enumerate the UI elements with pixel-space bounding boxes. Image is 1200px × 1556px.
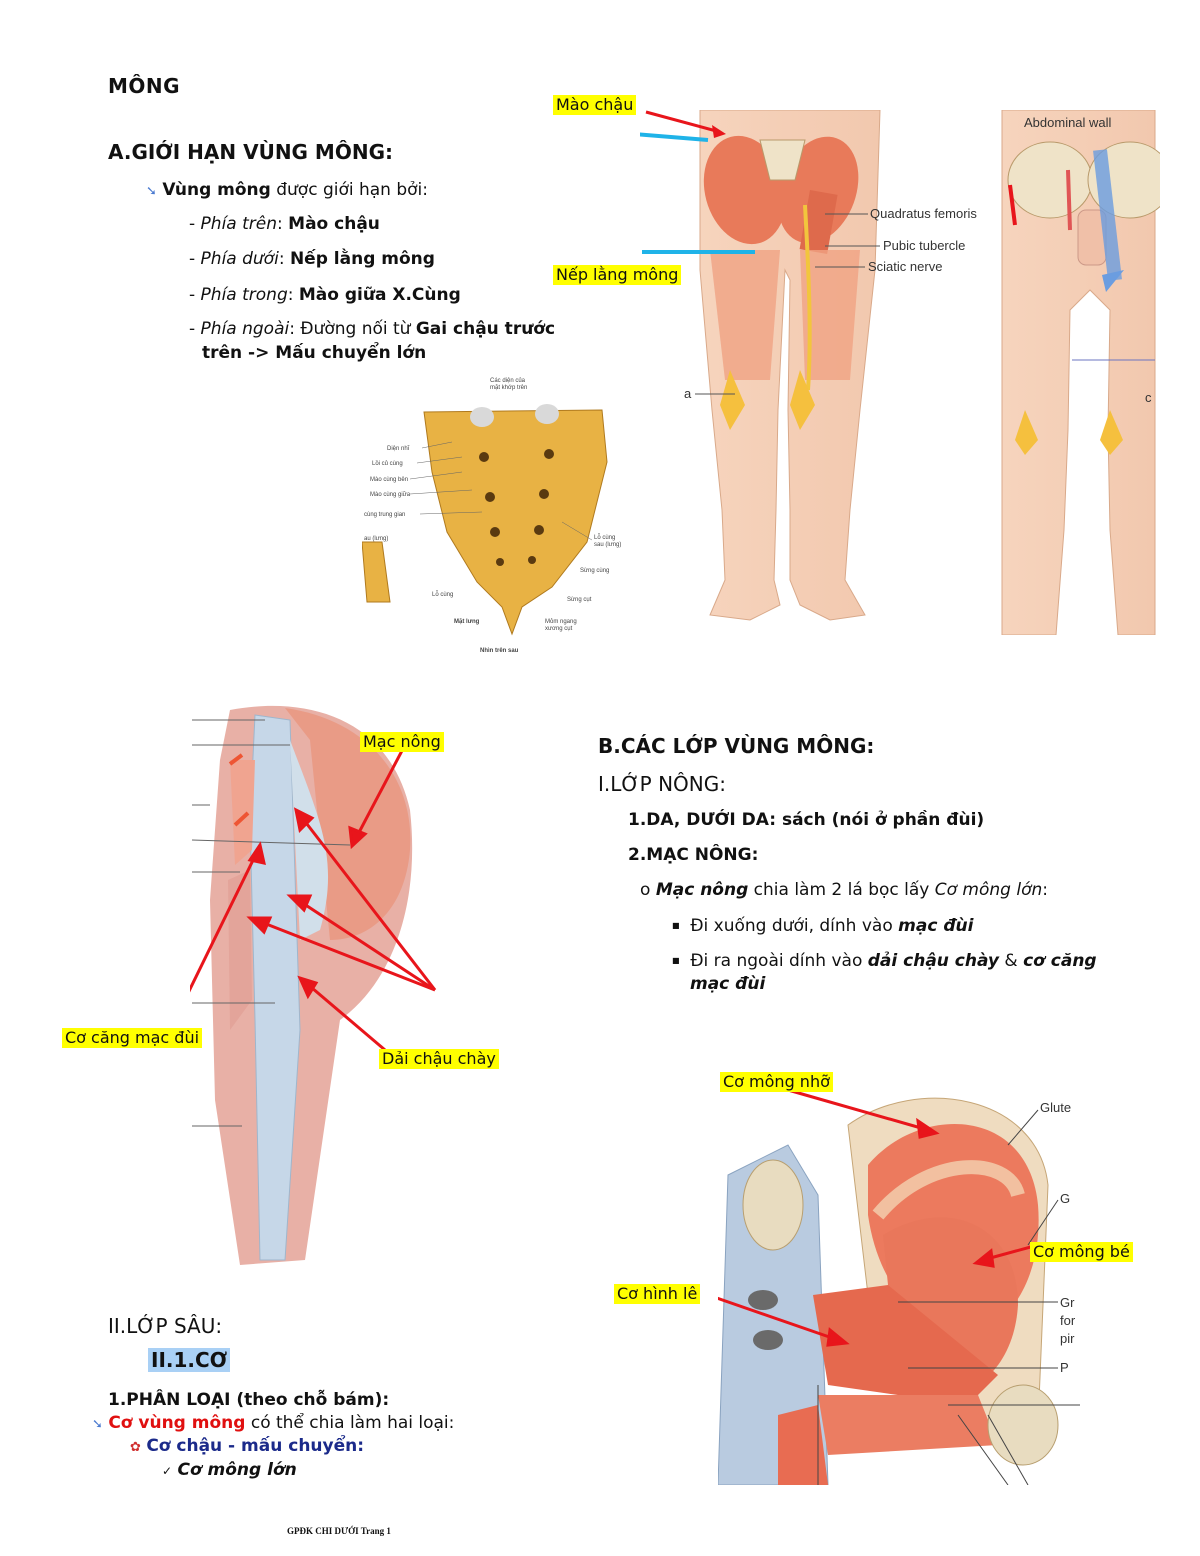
- svg-text:cùng trung gian: cùng trung gian: [364, 512, 405, 518]
- label-co-cang-mac-dui: Cơ căng mạc đùi: [62, 1028, 203, 1048]
- svg-text:Mào cùng giữa: Mào cùng giữa: [370, 492, 411, 498]
- svg-text:pir: pir: [1060, 1331, 1075, 1346]
- label-abdominal-wall: Abdominal wall: [1024, 115, 1112, 130]
- svg-text:sau (lưng): sau (lưng): [594, 542, 621, 548]
- limit-item-outer: - Phía ngoài: Đường nối từ Gai chậu trướ…: [189, 319, 556, 339]
- section-ii-sub: II.1.CƠ: [148, 1348, 231, 1372]
- section-b-sq2-line2: mạc đùi: [690, 974, 766, 994]
- limit-item-top: - Phía trên: Mào chậu: [189, 214, 380, 234]
- section-ii-p3: ✿ Cơ chậu - mấu chuyển:: [130, 1436, 365, 1456]
- svg-text:Mào cùng bên: Mào cùng bên: [370, 477, 408, 483]
- limit-item-bottom: - Phía dưới: Nếp lằng mông: [189, 249, 435, 269]
- svg-text:Lồi củ cùng: Lồi củ cùng: [372, 460, 403, 467]
- flower-bullet-icon: ✿: [130, 1440, 141, 1455]
- page-title: MÔNG: [108, 74, 181, 98]
- label-a: a: [684, 386, 692, 401]
- svg-text:xương cụt: xương cụt: [545, 626, 573, 632]
- square-bullet-icon: ■: [672, 921, 680, 930]
- label-g: G: [1060, 1191, 1070, 1206]
- svg-text:au (lưng): au (lưng): [364, 536, 388, 542]
- section-ii-p1: 1.PHÂN LOẠI (theo chỗ bám):: [108, 1390, 390, 1410]
- label-c: c: [1145, 390, 1152, 405]
- bullet-arrow-icon: ➘: [92, 1417, 103, 1432]
- figure-gluteal-muscles: Glute G Gr for pir P: [718, 1085, 1080, 1485]
- svg-text:Gr: Gr: [1060, 1295, 1075, 1310]
- svg-text:Diện nhĩ: Diện nhĩ: [387, 446, 410, 452]
- label-mac-nong: Mạc nông: [360, 732, 444, 752]
- section-b-sq1: ■ Đi xuống dưới, dính vào mạc đùi: [672, 916, 974, 936]
- section-a-intro: ➘ Vùng mông được giới hạn bởi:: [146, 178, 428, 204]
- figure-lateral-thigh: [190, 700, 450, 1265]
- label-co-hinh-le: Cơ hình lê: [614, 1284, 701, 1304]
- svg-text:mặt khớp trên: mặt khớp trên: [490, 385, 527, 391]
- section-b-sq2: ■ Đi ra ngoài dính vào dải chậu chày & c…: [672, 951, 1097, 971]
- svg-text:Mỏm ngang: Mỏm ngang: [545, 618, 577, 625]
- section-ii-p4: ✓ Cơ mông lớn: [162, 1460, 297, 1480]
- section-ii-heading: II.LỚP SÂU:: [108, 1314, 223, 1338]
- label-sciatic-nerve: Sciatic nerve: [868, 259, 942, 274]
- svg-text:for: for: [1060, 1313, 1076, 1328]
- section-b-item1: 1.DA, DƯỚI DA: sách (nói ở phần đùi): [628, 810, 985, 830]
- section-b-sub1: I.LỚP NÔNG:: [598, 772, 726, 796]
- svg-text:P: P: [1060, 1360, 1069, 1375]
- label-mao-chau: Mào chậu: [553, 95, 637, 115]
- square-bullet-icon: ■: [672, 956, 680, 965]
- label-quadratus-femoris: Quadratus femoris: [870, 206, 977, 221]
- label-nep-lang-mong: Nếp lằng mông: [553, 265, 682, 285]
- page-footer: GPĐK CHI DƯỚI Trang 1: [287, 1526, 391, 1536]
- section-b-mac-nong-line: o Mạc nông chia làm 2 lá bọc lấy Cơ mông…: [640, 880, 1048, 900]
- svg-text:Lỗ cùng: Lỗ cùng: [432, 591, 453, 598]
- svg-text:Sừng cùng: Sừng cùng: [580, 568, 609, 574]
- check-bullet-icon: ✓: [162, 1464, 173, 1478]
- svg-text:Các diện của: Các diện của: [490, 377, 526, 384]
- label-glute: Glute: [1040, 1100, 1071, 1115]
- section-b-item2: 2.MẠC NÔNG:: [628, 845, 759, 865]
- svg-text:Mặt lưng: Mặt lưng: [454, 619, 480, 625]
- label-co-mong-be: Cơ mông bé: [1030, 1242, 1133, 1262]
- limit-item-inner: - Phía trong: Mào giữa X.Cùng: [189, 285, 461, 305]
- label-pubic-tubercle: Pubic tubercle: [883, 238, 965, 253]
- figure-sacrum: Các diện của mặt khớp trên Diện nhĩ Lồi …: [362, 372, 627, 664]
- section-b-heading: B.CÁC LỚP VÙNG MÔNG:: [598, 734, 875, 758]
- figure-legs-posterior: Quadratus femoris Pubic tubercle Sciatic…: [640, 110, 1160, 635]
- intro-bold: Vùng mông: [162, 180, 271, 200]
- label-co-mong-nho: Cơ mông nhỡ: [720, 1072, 833, 1092]
- limit-item-outer-line2: trên -> Mấu chuyển lớn: [202, 343, 427, 363]
- section-ii-p2: ➘ Cơ vùng mông có thể chia làm hai loại:: [92, 1413, 455, 1433]
- bullet-arrow-icon: ➘: [146, 184, 157, 199]
- svg-text:Sừng cụt: Sừng cụt: [567, 597, 592, 603]
- svg-text:Lỗ cùng: Lỗ cùng: [594, 534, 615, 541]
- svg-text:Nhìn trên sau: Nhìn trên sau: [480, 648, 519, 654]
- label-dai-chau-chay: Dải chậu chày: [379, 1049, 499, 1069]
- intro-rest: được giới hạn bởi:: [270, 180, 429, 200]
- section-a-heading: A.GIỚI HẠN VÙNG MÔNG:: [108, 140, 393, 164]
